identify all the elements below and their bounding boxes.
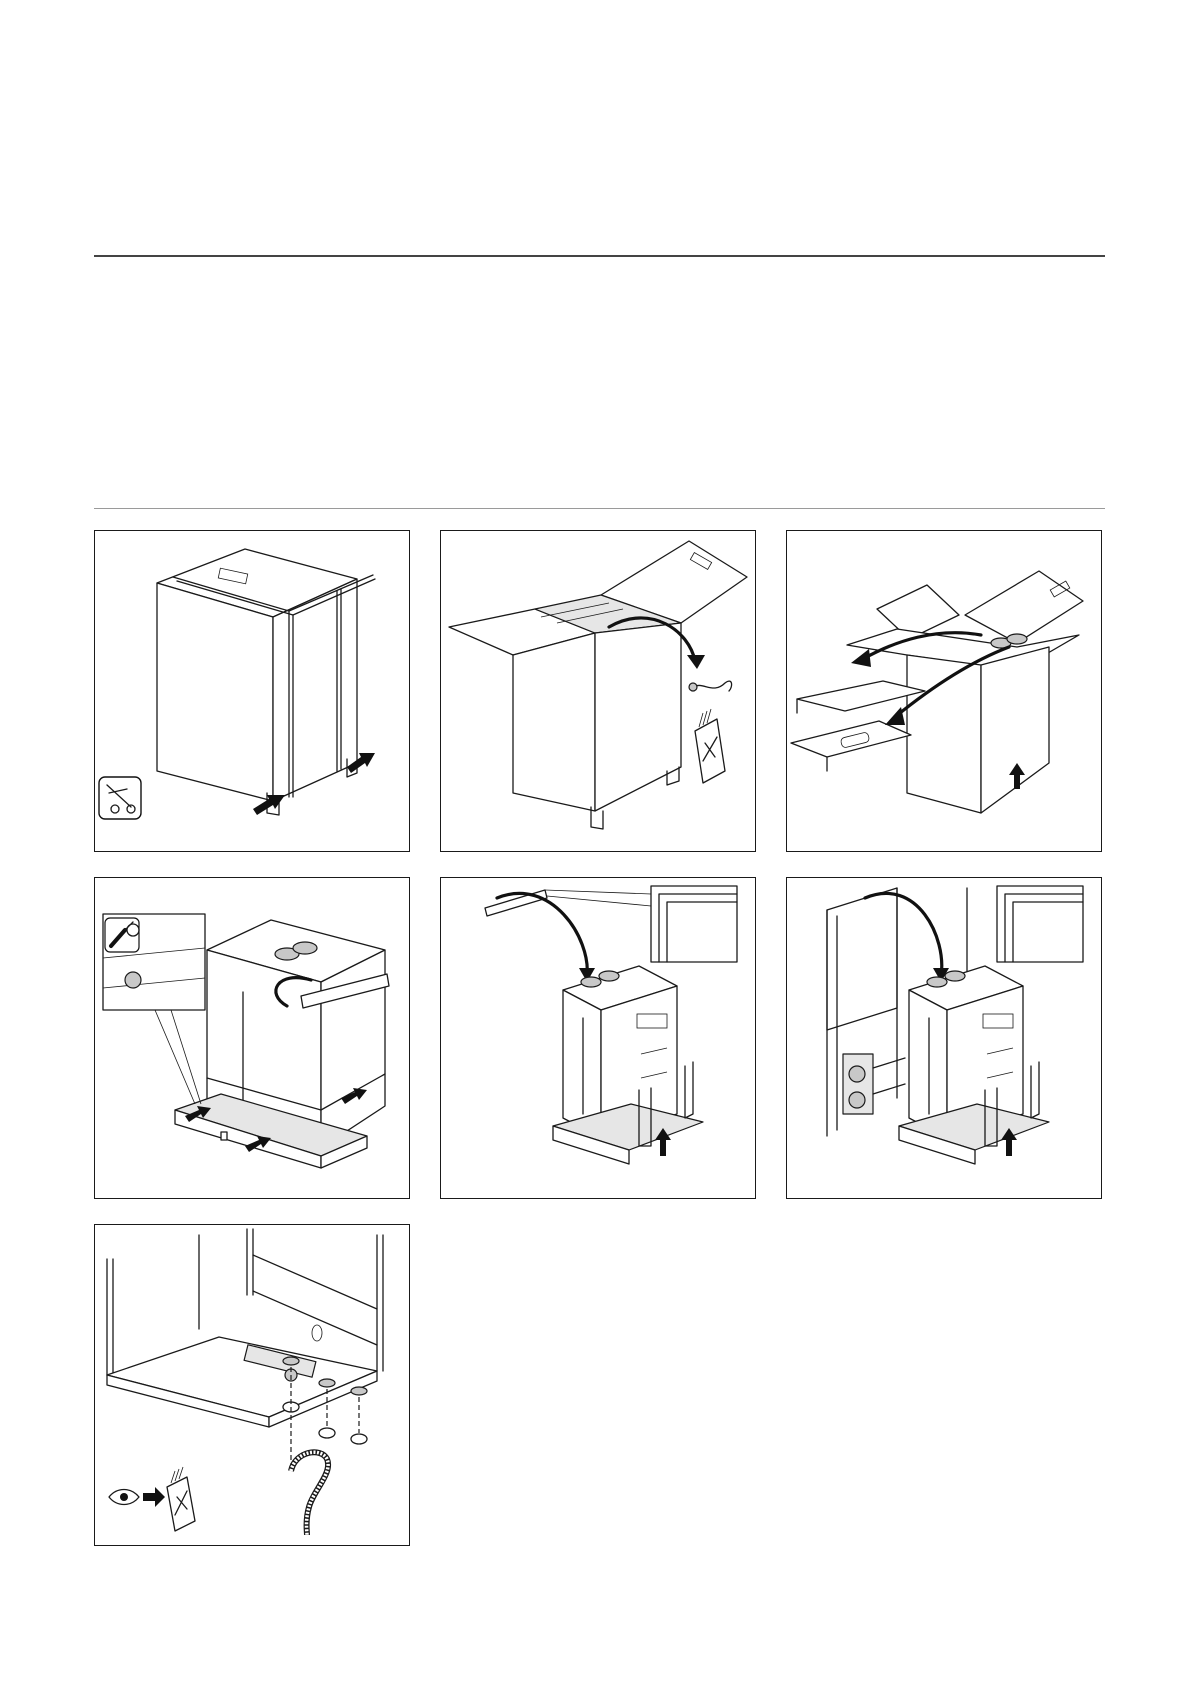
detail-inset bbox=[997, 886, 1083, 962]
open-box bbox=[449, 541, 747, 829]
screwdriver-icon bbox=[105, 918, 139, 952]
figure-unpack-step-3 bbox=[786, 530, 1102, 852]
figure-unpack-step-1 bbox=[94, 530, 410, 852]
manual-icon bbox=[167, 1467, 195, 1531]
boiler-unit bbox=[553, 966, 703, 1164]
hydraulic-kit bbox=[843, 1054, 905, 1114]
manual-icon bbox=[695, 709, 725, 783]
boiler-frame bbox=[175, 920, 389, 1168]
eye-icon bbox=[109, 1490, 139, 1505]
wrapped-boiler-box bbox=[157, 549, 375, 815]
boiler-base-view bbox=[107, 1229, 383, 1427]
figure-unpack-step-4 bbox=[94, 877, 410, 1199]
arrow-right-icon bbox=[143, 1487, 165, 1507]
condensate-hose bbox=[689, 681, 732, 691]
detail-inset bbox=[545, 886, 737, 962]
figure-unpack-step-5 bbox=[440, 877, 756, 1199]
header-rule bbox=[94, 255, 1105, 257]
boiler-unit bbox=[899, 966, 1049, 1164]
scissors-icon bbox=[99, 777, 141, 819]
figure-unpack-step-6 bbox=[786, 877, 1102, 1199]
removed-packaging-pieces bbox=[791, 681, 925, 771]
condensate-hose bbox=[291, 1452, 328, 1535]
figure-unpack-step-7 bbox=[94, 1224, 410, 1546]
section-rule bbox=[94, 508, 1105, 509]
figure-unpack-step-2 bbox=[440, 530, 756, 852]
